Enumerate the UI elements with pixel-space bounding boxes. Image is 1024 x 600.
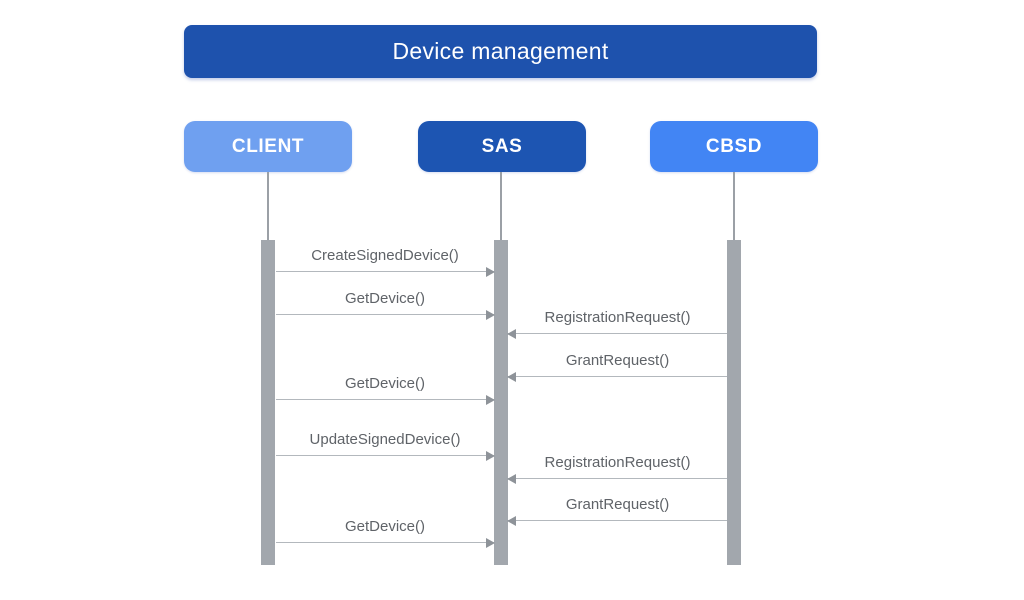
actor-label-sas: SAS <box>481 135 523 157</box>
message-get-device-3: GetDevice() <box>276 513 495 548</box>
message-get-device-1: GetDevice() <box>276 285 495 320</box>
arrow-right-icon <box>486 266 495 277</box>
message-label: GrantRequest() <box>565 496 670 513</box>
message-label: RegistrationRequest() <box>544 309 691 326</box>
actor-box-sas: SAS <box>418 121 586 172</box>
arrow-left-icon <box>507 371 516 382</box>
message-get-device-2: GetDevice() <box>276 370 495 405</box>
arrow-right-icon <box>486 537 495 548</box>
message-grant-request-2: GrantRequest() <box>507 491 727 526</box>
arrow-line <box>276 541 494 543</box>
message-label: GetDevice() <box>344 518 426 535</box>
activation-bar-client <box>261 240 275 565</box>
arrow-line <box>508 519 727 521</box>
message-create-signed-device: CreateSignedDevice() <box>276 242 495 277</box>
arrow-line <box>508 375 727 377</box>
actor-label-cbsd: CBSD <box>705 135 763 157</box>
lifeline-client <box>267 172 269 240</box>
actor-box-client: CLIENT <box>184 121 352 172</box>
arrow-left-icon <box>507 328 516 339</box>
activation-bar-sas <box>494 240 508 565</box>
arrow-left-icon <box>507 473 516 484</box>
arrow-right-icon <box>486 450 495 461</box>
lifeline-cbsd <box>733 172 735 240</box>
message-registration-request-2: RegistrationRequest() <box>507 449 727 484</box>
activation-bar-cbsd <box>727 240 741 565</box>
arrow-line <box>276 398 494 400</box>
message-label: RegistrationRequest() <box>544 454 691 471</box>
arrow-line <box>276 270 494 272</box>
message-grant-request-1: GrantRequest() <box>507 347 727 382</box>
message-label: GetDevice() <box>344 375 426 392</box>
arrow-line <box>276 454 494 456</box>
message-label: CreateSignedDevice() <box>311 247 459 264</box>
arrow-right-icon <box>486 394 495 405</box>
arrow-right-icon <box>486 309 495 320</box>
message-update-signed-device: UpdateSignedDevice() <box>276 426 495 461</box>
message-label: UpdateSignedDevice() <box>309 431 461 448</box>
actor-label-client: CLIENT <box>231 135 305 157</box>
lifeline-sas <box>500 172 502 240</box>
arrow-line <box>508 477 727 479</box>
arrow-line <box>276 313 494 315</box>
diagram-title: Device management <box>184 25 817 78</box>
message-registration-request-1: RegistrationRequest() <box>507 304 727 339</box>
arrow-line <box>508 332 727 334</box>
message-label: GetDevice() <box>344 290 426 307</box>
actor-box-cbsd: CBSD <box>650 121 818 172</box>
message-label: GrantRequest() <box>565 352 670 369</box>
arrow-left-icon <box>507 515 516 526</box>
